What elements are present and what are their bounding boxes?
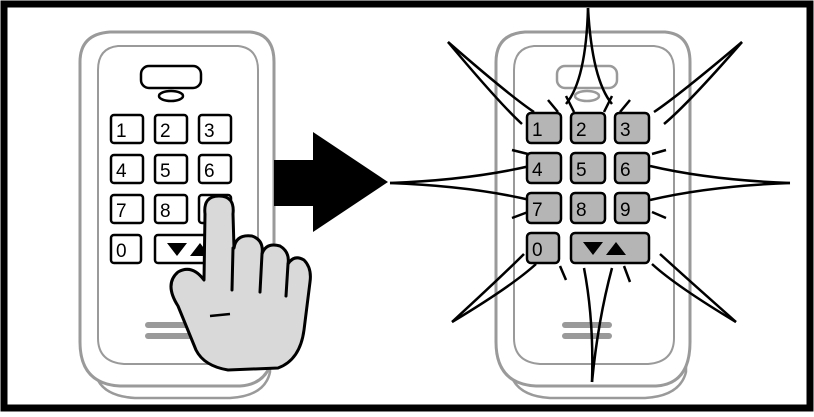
down-arrow-icon bbox=[167, 243, 187, 256]
key-3[interactable]: 3 bbox=[613, 111, 651, 145]
key-label: 5 bbox=[160, 161, 171, 182]
key-8[interactable]: 8 bbox=[569, 191, 607, 225]
key-label: 1 bbox=[532, 120, 543, 141]
key-label: 3 bbox=[620, 120, 631, 141]
key-1[interactable]: 1 bbox=[525, 111, 563, 145]
light-window bbox=[555, 64, 619, 90]
key-1[interactable]: 1 bbox=[109, 113, 145, 145]
keypad-left: 1 2 3 4 5 6 7 8 0 bbox=[78, 30, 312, 400]
key-7[interactable]: 7 bbox=[525, 191, 563, 225]
light-burst-icon bbox=[389, 7, 791, 383]
right-arrow-icon bbox=[274, 132, 388, 232]
up-arrow-icon bbox=[606, 242, 626, 255]
key-label: 4 bbox=[116, 161, 127, 182]
key-4[interactable]: 4 bbox=[109, 153, 145, 185]
key-label: 4 bbox=[532, 160, 543, 181]
key-label: 8 bbox=[160, 201, 171, 222]
key-5[interactable]: 5 bbox=[153, 153, 189, 185]
speaker-slot bbox=[145, 333, 195, 339]
key-2[interactable]: 2 bbox=[569, 111, 607, 145]
key-7[interactable]: 7 bbox=[109, 193, 145, 225]
down-arrow-icon bbox=[583, 242, 603, 255]
led-indicator bbox=[157, 89, 185, 103]
key-label: 7 bbox=[532, 200, 543, 221]
key-3[interactable]: 3 bbox=[197, 113, 233, 145]
key-label: 0 bbox=[116, 241, 127, 262]
key-2[interactable]: 2 bbox=[153, 113, 189, 145]
key-label: 5 bbox=[576, 160, 587, 181]
key-6[interactable]: 6 bbox=[197, 153, 233, 185]
key-label: 0 bbox=[532, 240, 543, 261]
speaker-slot bbox=[145, 322, 195, 328]
key-4[interactable]: 4 bbox=[525, 151, 563, 185]
speaker-slot bbox=[562, 322, 612, 328]
key-label: 7 bbox=[116, 201, 127, 222]
key-label: 6 bbox=[204, 161, 215, 182]
light-window bbox=[139, 64, 203, 90]
key-label: 1 bbox=[116, 121, 127, 142]
speaker-slot bbox=[562, 333, 612, 339]
knuckle-line bbox=[209, 312, 231, 318]
keypad-right: 1 2 3 4 5 6 7 8 9 0 bbox=[389, 7, 791, 400]
key-9[interactable]: 9 bbox=[613, 191, 651, 225]
key-label: 9 bbox=[620, 200, 631, 221]
enter-key[interactable] bbox=[569, 231, 651, 265]
key-label: 2 bbox=[160, 121, 171, 142]
key-label: 8 bbox=[576, 200, 587, 221]
finger-lines bbox=[230, 246, 290, 298]
key-label: 2 bbox=[576, 120, 587, 141]
key-5[interactable]: 5 bbox=[569, 151, 607, 185]
key-label: 3 bbox=[204, 121, 215, 142]
key-8[interactable]: 8 bbox=[153, 193, 189, 225]
key-label: 6 bbox=[620, 160, 631, 181]
key-0[interactable]: 0 bbox=[525, 231, 561, 265]
key-0[interactable]: 0 bbox=[109, 233, 143, 265]
key-6[interactable]: 6 bbox=[613, 151, 651, 185]
led-indicator bbox=[573, 89, 601, 103]
